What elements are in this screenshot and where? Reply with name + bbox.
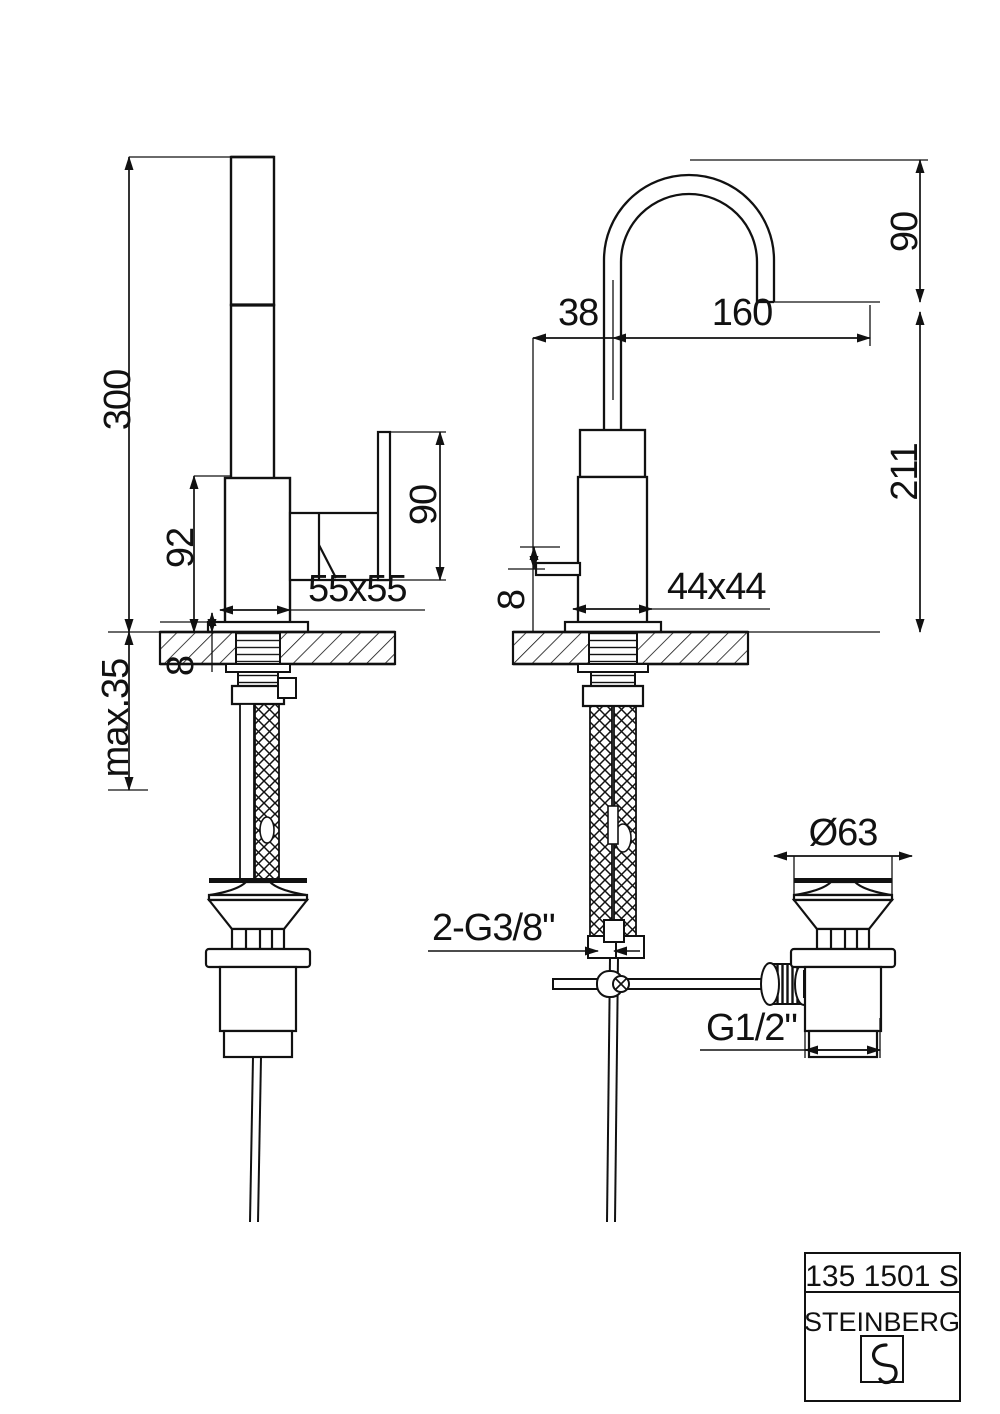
- right-front-view: [511, 173, 897, 1223]
- left-dimensions: 300 92 90 55x55 8 max.35: [95, 156, 446, 791]
- right-countertop-section: [511, 630, 880, 666]
- right-supply-hoses: [587, 705, 645, 959]
- left-handle-lever: [288, 430, 392, 582]
- steinberg-scroll-logo: [860, 1335, 904, 1385]
- dim-90-spout: 90: [884, 212, 926, 252]
- dim-diameter-63: Ø63: [809, 812, 878, 854]
- right-dimensions: 90 211 38 160 44x44 8 2-G3/8" Ø63: [428, 159, 928, 1058]
- left-side-view: [158, 155, 397, 1223]
- left-escutcheon: [206, 620, 310, 634]
- right-upper-sleeve: [578, 428, 647, 479]
- title-block: 135 1501 S STEINBERG: [804, 1252, 961, 1402]
- dim-max35: max.35: [95, 659, 137, 778]
- left-supply-hoses: [239, 703, 280, 883]
- right-escutcheon: [563, 620, 663, 634]
- left-shank-nut: [225, 663, 297, 706]
- label-2-G38: 2-G3/8": [432, 907, 555, 949]
- title-block-brand: STEINBERG: [804, 1307, 960, 1337]
- left-countertop-section: [158, 630, 397, 666]
- left-pull-rod: [249, 1056, 262, 1223]
- dim-90-handle: 90: [403, 485, 445, 525]
- dim-44x44: 44x44: [667, 566, 766, 608]
- right-shank-nut: [577, 663, 649, 708]
- dim-92: 92: [160, 528, 202, 568]
- dim-160: 160: [712, 292, 772, 334]
- dim-300: 300: [97, 370, 139, 430]
- title-block-article-number: 135 1501 S: [805, 1260, 958, 1293]
- label-G12: G1/2": [706, 1007, 797, 1049]
- left-waste-assembly: [204, 876, 312, 1059]
- left-spout-column: [229, 155, 276, 482]
- dim-55x55: 55x55: [308, 568, 407, 610]
- right-body-block: [576, 475, 649, 633]
- dim-8-left: 8: [160, 656, 202, 676]
- dim-8-right: 8: [491, 590, 533, 610]
- dim-38: 38: [558, 292, 598, 334]
- right-pullrod-linkage: [552, 957, 827, 1223]
- dim-211: 211: [884, 443, 926, 501]
- left-body-block: [223, 476, 292, 633]
- right-gooseneck-spout: [602, 173, 880, 430]
